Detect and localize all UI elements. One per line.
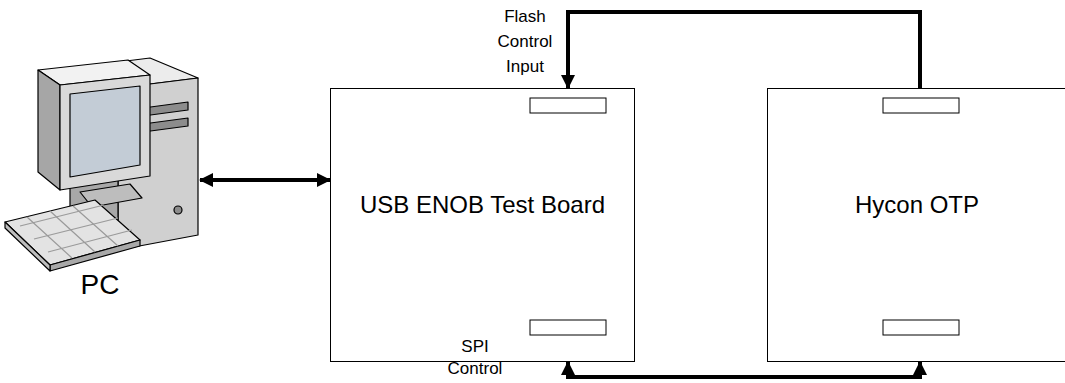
header-connector	[883, 320, 959, 335]
monitor-front	[60, 75, 150, 190]
header-connector	[883, 98, 959, 113]
power-button	[174, 206, 182, 214]
header-connector	[530, 98, 606, 113]
keyboard-edge	[5, 222, 50, 271]
keyboard	[5, 200, 140, 265]
signal-label: SPI Control	[438, 336, 512, 380]
board-box: Hycon OTP	[767, 88, 1065, 362]
keyboard-edge	[50, 240, 140, 271]
box-title: USB ENOB Test Board	[360, 191, 605, 219]
signal-label: Flash Control Input	[483, 4, 567, 79]
connector-arrow	[568, 12, 920, 88]
computer-node: PC	[0, 55, 200, 305]
key-rows	[20, 205, 132, 252]
header-connector	[530, 320, 606, 335]
connector-arrow	[200, 178, 330, 182]
key-columns	[27, 206, 118, 258]
computer-label: PC	[81, 269, 120, 301]
board-box: USB ENOB Test Board	[330, 88, 635, 362]
monitor-screen	[70, 86, 140, 177]
monitor-side	[38, 70, 60, 190]
box-title: Hycon OTP	[855, 191, 979, 219]
connector-arrow	[568, 362, 920, 377]
pc-icon	[5, 58, 198, 271]
